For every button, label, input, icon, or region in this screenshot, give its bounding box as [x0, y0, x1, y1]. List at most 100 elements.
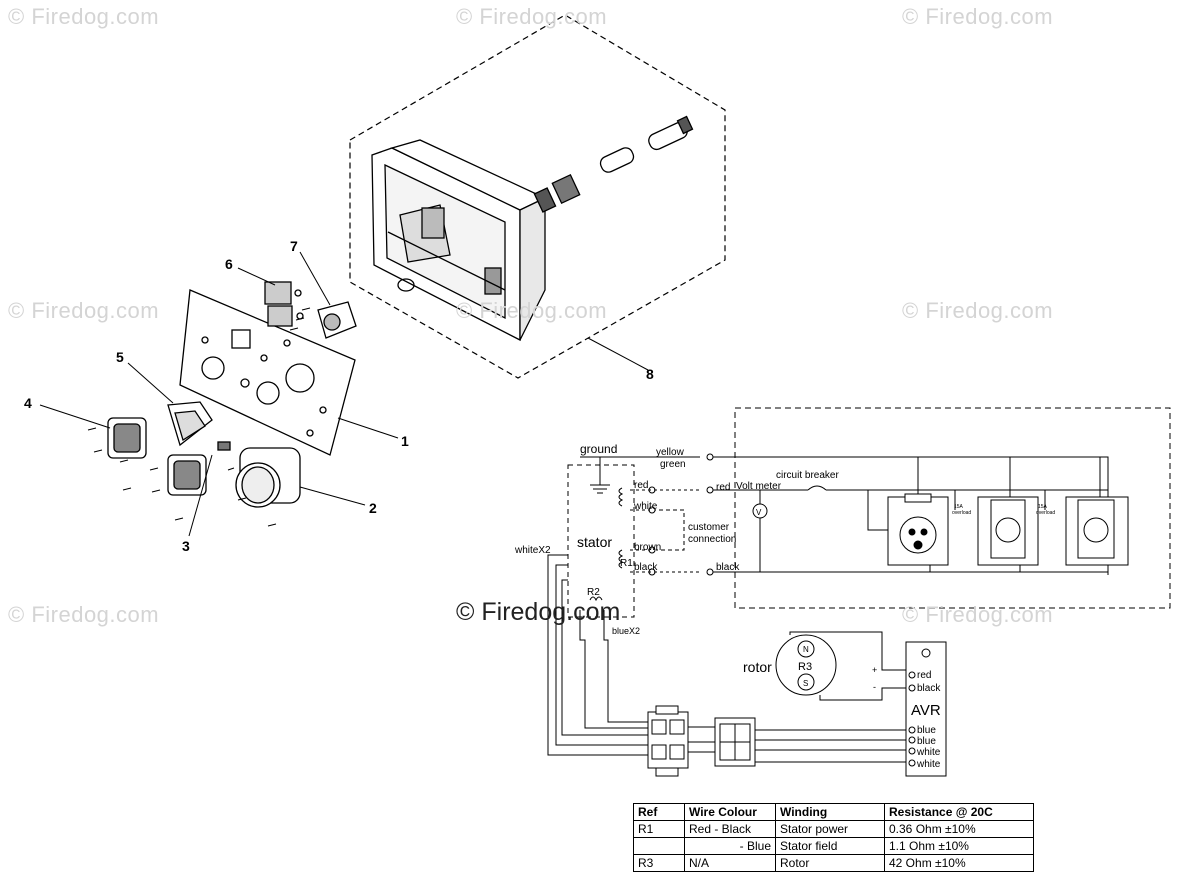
callout-4: 4 — [24, 395, 32, 411]
watermark-credit: © Firedog.com — [456, 598, 621, 626]
cell: 1.1 Ohm ±10% — [884, 837, 1034, 855]
part-2-large-socket — [235, 447, 301, 508]
cell: 0.36 Ohm ±10% — [884, 820, 1034, 838]
callout-7: 7 — [290, 238, 298, 254]
label-white-x2: whiteX2 — [514, 545, 551, 556]
label-ground: ground — [580, 442, 617, 456]
exploded-view — [39, 14, 726, 537]
label-v: V — [756, 508, 762, 517]
resistance-table: Ref Wire Colour Winding Resistance @ 20C… — [633, 803, 1034, 872]
label-volt-meter: Volt meter — [736, 481, 782, 492]
callout-3: 3 — [182, 538, 190, 554]
part-8-boundary — [349, 14, 726, 379]
connector-block-right — [714, 717, 756, 767]
avr-module — [905, 641, 947, 777]
wiring-diagram — [547, 407, 1171, 777]
label-r2: R2 — [587, 587, 600, 598]
cell: Red - Black — [684, 820, 776, 838]
table-row: R3 N/A Rotor 42 Ohm ±10% — [633, 854, 1034, 872]
watermark-mid-left: © Firedog.com — [8, 298, 160, 323]
label-white: white — [633, 501, 658, 512]
watermark-low-left: © Firedog.com — [8, 602, 160, 627]
header-resistance: Resistance @ 20C — [884, 803, 1034, 821]
part-4-sockets — [107, 417, 207, 496]
control-box-housing — [371, 139, 547, 342]
ground-symbol — [580, 456, 700, 494]
terminals — [648, 453, 714, 576]
avr-terminal-red: red — [917, 670, 931, 681]
label-overload-2b: overload — [1036, 510, 1055, 516]
label-blue-x2: blueX2 — [612, 626, 640, 636]
panel-wiring — [713, 456, 1109, 575]
part-7-circuit-breaker — [317, 301, 357, 339]
callout-5: 5 — [116, 349, 124, 365]
label-overload-1b: overload — [952, 510, 971, 516]
label-overload-2a: 15A — [1038, 504, 1048, 510]
label-minus: - — [873, 682, 876, 692]
cell: R1 — [633, 820, 685, 838]
outlet-1 — [887, 493, 949, 566]
avr-terminal-black: black — [917, 683, 941, 694]
watermark-top-left: © Firedog.com — [8, 4, 160, 29]
harness-wiring — [547, 554, 906, 763]
leader-lines — [39, 251, 649, 537]
header-winding: Winding — [775, 803, 885, 821]
label-overload-1a: 15A — [954, 504, 964, 510]
part-5-volt-meter — [167, 401, 213, 447]
cell: - Blue — [684, 837, 776, 855]
watermark-mid-right: © Firedog.com — [902, 298, 1054, 323]
label-plus: + — [872, 665, 877, 675]
header-wire-colour: Wire Colour — [684, 803, 776, 821]
stator-coil — [618, 487, 624, 569]
cell: Stator power — [775, 820, 885, 838]
label-customer: customer — [688, 522, 730, 533]
callout-6: 6 — [225, 256, 233, 272]
watermark-top-center: © Firedog.com — [456, 4, 608, 29]
label-red: red — [634, 480, 648, 491]
table-row: - Blue Stator field 1.1 Ohm ±10% — [633, 837, 1034, 855]
label-s: S — [803, 679, 808, 688]
part-6-breakers — [264, 281, 304, 327]
part-3-terminal — [217, 441, 231, 451]
label-rotor: rotor — [743, 659, 772, 675]
label-black-2: black — [716, 562, 740, 573]
cell: Rotor — [775, 854, 885, 872]
label-r3: R3 — [798, 661, 812, 673]
cell: Stator field — [775, 837, 885, 855]
callout-1: 1 — [401, 433, 409, 449]
table-row: R1 Red - Black Stator power 0.36 Ohm ±10… — [633, 820, 1034, 838]
label-red-2: red — [716, 482, 730, 493]
cell: N/A — [684, 854, 776, 872]
callout-8: 8 — [646, 366, 654, 382]
volt-meter-symbol — [752, 503, 768, 519]
label-stator: stator — [577, 534, 612, 550]
watermark-top-right: © Firedog.com — [902, 4, 1054, 29]
cell: R3 — [633, 854, 685, 872]
label-circuit-breaker: circuit breaker — [776, 470, 839, 481]
breaker-symbol — [807, 485, 827, 491]
outlet-panel-boundary — [734, 407, 1171, 609]
cell: 42 Ohm ±10% — [884, 854, 1034, 872]
wiring-labels: ground yellow green red red Volt meter V… — [514, 442, 1055, 770]
label-green: green — [660, 459, 686, 470]
front-panel — [179, 289, 356, 456]
callout-numbers: 1 2 3 4 5 6 7 8 — [24, 238, 654, 554]
avr-terminal-blue-1: blue — [917, 725, 936, 736]
label-yellow: yellow — [656, 447, 685, 458]
label-avr: AVR — [911, 702, 941, 719]
avr-terminal-white-1: white — [916, 747, 941, 758]
screws — [87, 307, 311, 527]
callout-2: 2 — [369, 500, 377, 516]
label-connection: connection — [688, 534, 736, 545]
header-ref: Ref — [633, 803, 685, 821]
cell — [633, 837, 685, 855]
label-black: black — [634, 562, 658, 573]
avr-terminal-blue-2: blue — [917, 736, 936, 747]
watermark-mid-center: © Firedog.com — [456, 298, 608, 323]
r2-coil — [589, 596, 603, 602]
stator-boundary — [567, 464, 635, 618]
watermark-low-right: © Firedog.com — [902, 602, 1054, 627]
label-n: N — [803, 645, 809, 654]
table-header-row: Ref Wire Colour Winding Resistance @ 20C — [633, 803, 1034, 821]
